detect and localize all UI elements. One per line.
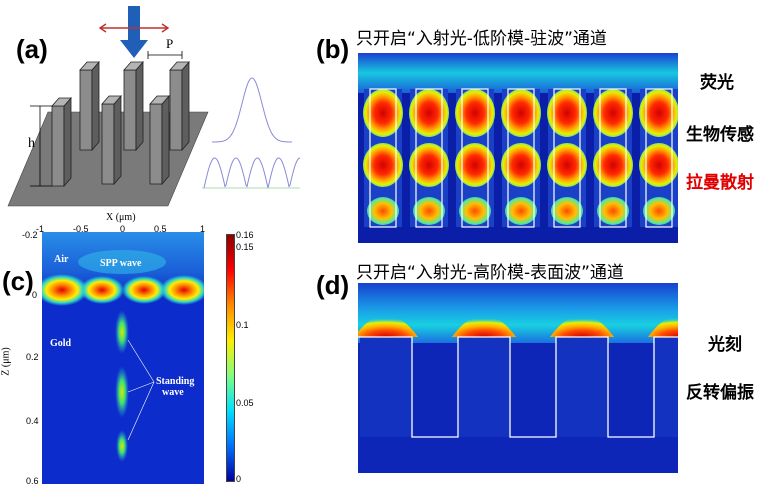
gaussian-profile-curve xyxy=(212,77,292,143)
y-axis-ticks: -0.2 0 0.2 0.4 0.6 xyxy=(20,230,42,490)
pillar-body xyxy=(556,337,608,437)
pillar-outline xyxy=(415,88,443,228)
height-dimension xyxy=(30,105,52,187)
pillar-outline xyxy=(553,88,581,228)
x-axis-title: X (μm) xyxy=(106,212,136,223)
hotspot-upper xyxy=(501,89,541,137)
surface-hotspot xyxy=(358,315,418,337)
y-tick: 0.2 xyxy=(26,352,39,362)
hotspot-upper xyxy=(363,89,403,137)
hotspot-lower xyxy=(551,197,583,225)
colorbar-tick: 0.05 xyxy=(236,398,254,408)
application-fluorescence: 荧光 xyxy=(700,73,734,93)
high-order-mode-field xyxy=(358,283,678,473)
colorbar-tick: 0.15 xyxy=(236,242,254,252)
gold-annotation: Gold xyxy=(50,338,72,349)
pillar-outline xyxy=(507,88,535,228)
hotspot-lower xyxy=(367,197,399,225)
hotspot-middle xyxy=(547,143,587,187)
application-biosensing: 生物传感 xyxy=(686,125,754,145)
hotspot-middle xyxy=(455,143,495,187)
hotspot-middle xyxy=(409,143,449,187)
x-axis-ticks: -1 -0.5 0 0.5 1 xyxy=(36,224,206,236)
hotspot-upper xyxy=(639,89,678,137)
air-annotation: Air xyxy=(54,254,69,265)
period-label: P xyxy=(166,36,174,51)
pillar-body xyxy=(458,337,510,437)
incident-light-arrow xyxy=(120,6,148,58)
hotspot-lower xyxy=(597,197,629,225)
grating-outline xyxy=(358,336,678,438)
panel-d-caption: 只开启“入射光-高阶模-表面波”通道 xyxy=(356,263,624,283)
height-label: h xyxy=(28,136,35,151)
panel-a-label: (a) xyxy=(16,34,48,64)
x-tick: 0.5 xyxy=(154,224,167,234)
standing-wave-curve xyxy=(203,157,301,189)
colorbar-tick: 0.1 xyxy=(236,320,249,330)
pillar-body xyxy=(654,337,678,437)
x-tick: -0.5 xyxy=(73,224,89,234)
hotspot-lower xyxy=(459,197,491,225)
y-axis-title: Z (μm) xyxy=(0,347,12,376)
spp-field-plot xyxy=(42,232,204,484)
y-tick: -0.2 xyxy=(22,230,38,240)
surface-hotspot xyxy=(648,315,678,337)
y-tick: 0 xyxy=(32,290,38,300)
nanopillar-array-schematic xyxy=(7,6,301,207)
polarization-arrow xyxy=(98,23,170,33)
application-lithography: 光刻 xyxy=(708,335,742,355)
colorbar-tick: 0 xyxy=(236,474,242,484)
panel-d-label: (d) xyxy=(316,270,350,300)
hotspot-upper xyxy=(409,89,449,137)
wave-annotation: wave xyxy=(162,387,184,398)
y-tick: 0.6 xyxy=(26,476,39,486)
hotspot-lower xyxy=(643,197,675,225)
pillar-outline xyxy=(369,88,397,228)
hotspot-lower xyxy=(413,197,445,225)
low-order-mode-field xyxy=(358,53,678,243)
colorbar-tick: 0.16 xyxy=(236,230,254,240)
pillar-outline xyxy=(645,88,673,228)
hotspot-middle xyxy=(593,143,633,187)
pillar-hotspots-b xyxy=(363,88,678,228)
y-tick: 0.4 xyxy=(26,416,39,426)
hotspot-lower xyxy=(505,197,537,225)
hotspot-middle xyxy=(639,143,678,187)
application-polarization-reversal: 反转偏振 xyxy=(686,383,754,403)
pillar-front-left xyxy=(51,96,72,188)
colorbar-ticks: 0.16 0.15 0.1 0.05 0 xyxy=(236,230,266,486)
surface-hotspot xyxy=(452,315,516,337)
standing-annotation: Standing xyxy=(156,376,195,387)
pillar-body xyxy=(360,337,412,437)
panel-b-label: (b) xyxy=(316,34,350,64)
pillar-front-right xyxy=(149,94,170,186)
spp-wave-annotation: SPP wave xyxy=(100,258,142,269)
panel-c-label: (c) xyxy=(2,266,34,296)
application-raman: 拉曼散射 xyxy=(686,173,754,193)
pillar-hotspots-d xyxy=(358,315,678,438)
pillar-back-left xyxy=(79,60,100,152)
x-tick: -1 xyxy=(36,224,45,234)
surface-hotspot xyxy=(550,315,614,337)
pillar-back-right xyxy=(169,60,190,152)
pillar-outline xyxy=(599,88,627,228)
panel-b-caption: 只开启“入射光-低阶模-驻波”通道 xyxy=(356,29,607,49)
hotspot-middle xyxy=(501,143,541,187)
pillar-back-mid xyxy=(123,60,144,152)
hotspot-upper xyxy=(547,89,587,137)
period-dimension xyxy=(147,51,183,59)
pillar-front-mid xyxy=(101,94,122,186)
hotspot-upper xyxy=(455,89,495,137)
x-tick: 1 xyxy=(200,224,206,234)
pillar-outline xyxy=(461,88,489,228)
x-tick: 0 xyxy=(120,224,126,234)
hotspot-middle xyxy=(363,143,403,187)
colorbar xyxy=(226,234,235,482)
hotspot-upper xyxy=(593,89,633,137)
